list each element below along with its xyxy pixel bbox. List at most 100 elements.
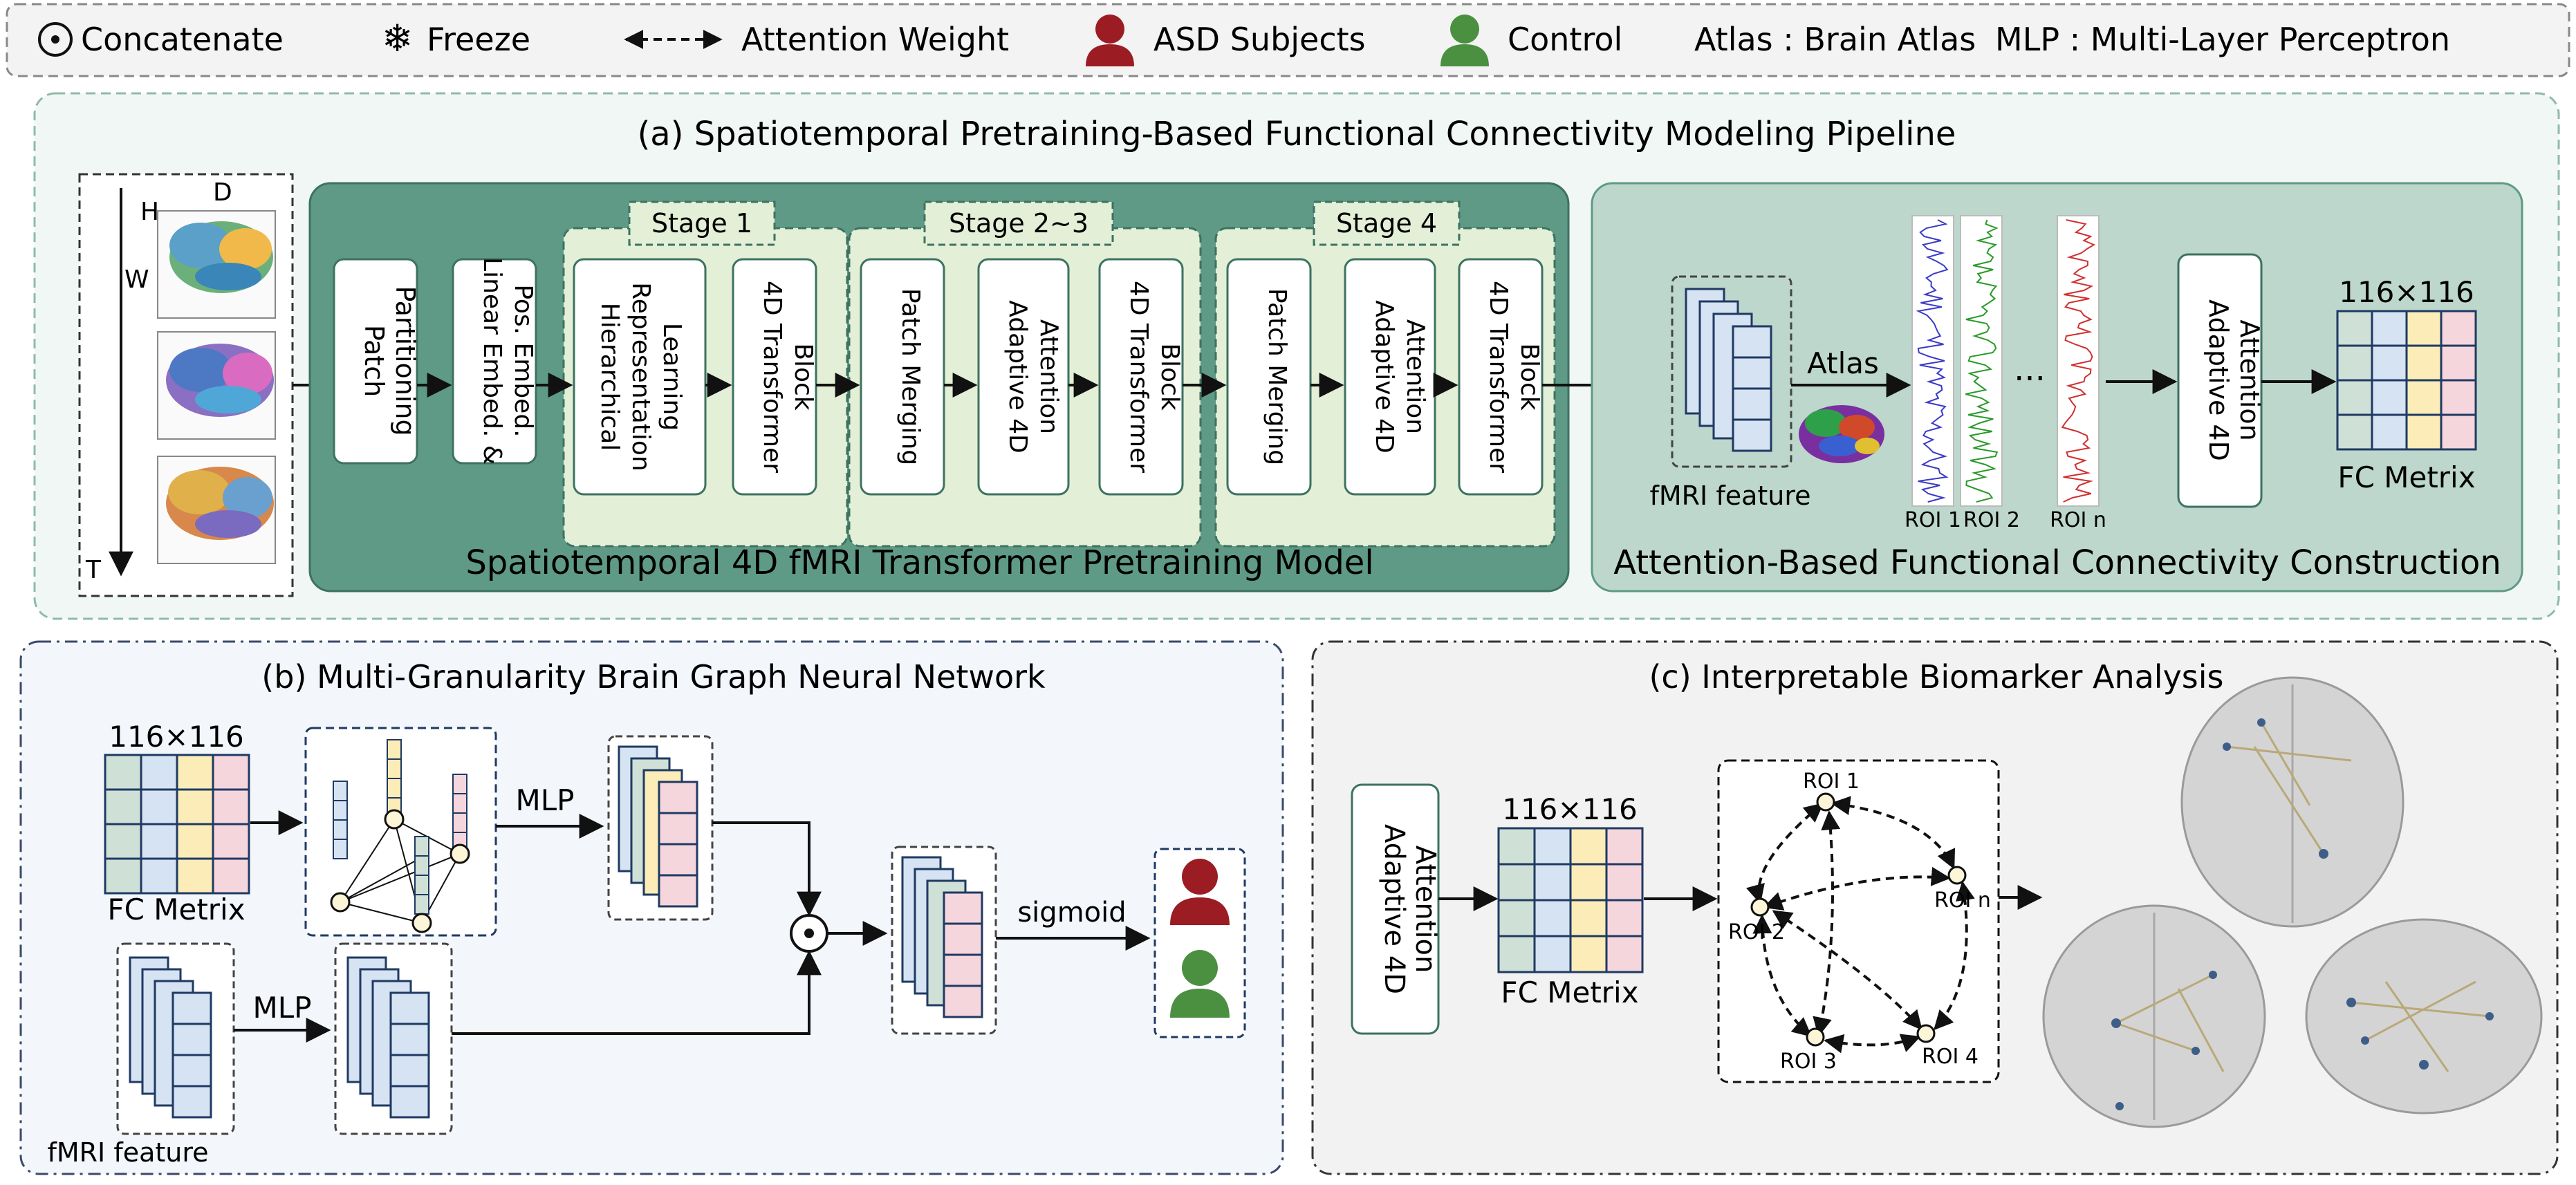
matrix-cell <box>176 823 214 860</box>
linear-embed-line1: Linear Embed. & <box>478 257 506 465</box>
matrix-cell <box>1497 863 1536 902</box>
asd-output-icon <box>1170 859 1230 925</box>
matrix-cell <box>2440 310 2477 347</box>
roi-node-n: ROI n <box>1934 888 1991 913</box>
stage4-label: Stage 4 <box>1336 208 1437 239</box>
block-adaptive-fc: Adaptive 4D Attention <box>2177 253 2265 508</box>
node-feature-cell <box>452 793 467 814</box>
brain-cube-3 <box>157 456 276 564</box>
mlp-label-top: MLP <box>516 783 575 817</box>
patch-partitioning-line2: Partitioning <box>390 286 420 436</box>
snowflake-icon: ❄ <box>382 17 413 60</box>
transformer-3-line2: Block <box>1515 343 1544 411</box>
matrix-cell <box>2336 413 2373 451</box>
fmri-feature-label-a: fMRI feature <box>1649 480 1810 511</box>
node-feature-cell <box>452 774 467 794</box>
pretraining-model-title: Spatiotemporal 4D fMRI Transformer Pretr… <box>465 543 1373 582</box>
patch-merging-2-text: Patch Merging <box>1263 288 1291 465</box>
legend-mlp: MLP : Multi-Layer Perceptron <box>1995 21 2450 58</box>
glass-brain-top <box>2180 676 2404 928</box>
asd-person-icon <box>1086 15 1134 66</box>
glass-brain-side <box>2305 918 2543 1114</box>
panel-c: (c) Interpretable Biomarker Analysis Ada… <box>1311 640 2559 1175</box>
concatenate-node <box>790 914 828 953</box>
node-feature-cell <box>414 836 429 857</box>
matrix-cell <box>2405 310 2443 347</box>
adaptive-fc-line1: Adaptive 4D <box>2203 299 2234 461</box>
control-person-icon <box>1440 15 1489 66</box>
panel-b: (b) Multi-Granularity Brain Graph Neural… <box>19 640 1284 1175</box>
transformer-1-line2: Block <box>789 343 817 411</box>
block-adaptive-2: Adaptive 4D Attention <box>1344 258 1436 496</box>
mlp-label-bottom: MLP <box>253 991 312 1025</box>
atlas-label: Atlas <box>1807 346 1879 380</box>
legend-bar: Concatenate ❄ Freeze Attention Weight AS… <box>6 3 2570 77</box>
adaptive-2-line2: Attention <box>1401 319 1429 434</box>
hierarchical-line2: Representation <box>627 282 655 471</box>
fmri-feature-label-b: fMRI feature <box>47 1137 208 1168</box>
matrix-cell <box>2336 310 2373 347</box>
matrix-cell <box>104 788 142 825</box>
mlp-feature-stack <box>334 942 453 1135</box>
block-adaptive-c: Adaptive 4D Attention <box>1351 783 1441 1035</box>
node-feature-cell <box>414 875 429 895</box>
axis-h: H <box>140 198 159 226</box>
matrix-cell <box>2405 344 2443 382</box>
legend-concatenate: Concatenate <box>81 21 284 58</box>
graph-feature-stack <box>607 735 714 921</box>
matrix-cell <box>140 788 178 825</box>
matrix-cell <box>140 823 178 860</box>
node-feature-cell <box>414 894 429 915</box>
transformer-2-line1: 4D Transformer <box>1124 281 1153 473</box>
block-hierarchical: Hierarchical Representation Learning <box>573 258 707 496</box>
adaptive-2-line1: Adaptive 4D <box>1370 300 1398 453</box>
node-feature-cell <box>333 819 348 840</box>
matrix-cell <box>1533 827 1572 866</box>
brain-atlas-image <box>1799 405 1884 463</box>
axis-d: D <box>213 178 232 207</box>
matrix-cell <box>1569 935 1608 973</box>
block-transformer-1: 4D Transformer Block <box>732 258 817 496</box>
matrix-cell <box>140 857 178 895</box>
fmri-feature-stack-b <box>116 942 235 1135</box>
matrix-cell <box>1497 827 1536 866</box>
matrix-cell <box>176 857 214 895</box>
matrix-cell <box>1605 827 1644 866</box>
panel-c-title: (c) Interpretable Biomarker Analysis <box>1649 658 2223 696</box>
node-feature-cell <box>333 800 348 821</box>
matrix-cell <box>2371 413 2408 451</box>
fc-matrix-c <box>1497 827 1644 973</box>
matrix-cell <box>2440 379 2477 416</box>
stage23-label: Stage 2~3 <box>949 208 1088 239</box>
fc-matrix-size-a: 116×116 <box>2339 275 2474 309</box>
roi-timeseries <box>1911 215 2100 507</box>
legend-freeze: Freeze <box>427 21 530 58</box>
matrix-cell <box>1569 827 1608 866</box>
matrix-cell <box>2440 413 2477 451</box>
adaptive-c-line1: Adaptive 4D <box>1378 824 1410 994</box>
matrix-cell <box>2371 344 2408 382</box>
output-classes <box>1153 848 1246 1038</box>
node-feature-cell <box>333 781 348 801</box>
legend-asd-subjects: ASD Subjects <box>1153 21 1366 58</box>
matrix-cell <box>176 788 214 825</box>
matrix-cell <box>2336 344 2373 382</box>
matrix-cell <box>104 754 142 791</box>
node-feature-cell <box>387 778 402 799</box>
stage1-label: Stage 1 <box>651 208 752 239</box>
transformer-1-line1: 4D Transformer <box>758 281 786 473</box>
sigmoid-label: sigmoid <box>1017 897 1126 929</box>
roi-node-4: ROI 4 <box>1922 1045 1979 1069</box>
matrix-cell <box>212 857 250 895</box>
matrix-cell <box>1533 935 1572 973</box>
matrix-cell <box>212 823 250 860</box>
roi-label-1: ROI 1 <box>1905 508 1961 532</box>
matrix-cell <box>176 754 214 791</box>
fc-matrix-b <box>104 754 250 895</box>
axis-t: T <box>85 556 102 584</box>
fc-matrix-size-c: 116×116 <box>1502 792 1638 826</box>
matrix-cell <box>212 788 250 825</box>
concatenate-icon <box>38 22 73 57</box>
matrix-cell <box>1605 935 1644 973</box>
